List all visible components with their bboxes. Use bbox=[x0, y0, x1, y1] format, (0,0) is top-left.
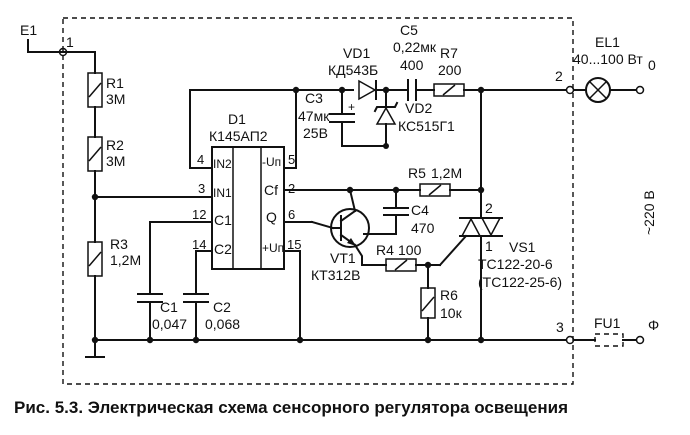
pin-pun: +Uп bbox=[262, 241, 284, 255]
el1-ref: EL1 bbox=[595, 34, 620, 50]
pin-num-5: 5 bbox=[288, 152, 295, 167]
vs1-ref: VS1 bbox=[509, 239, 536, 255]
vd2-zener bbox=[373, 101, 399, 125]
pin-num-2: 2 bbox=[288, 181, 295, 196]
vt1-ref: VT1 bbox=[330, 250, 356, 266]
figure-caption: Рис. 5.3. Электрическая схема сенсорного… bbox=[14, 398, 568, 417]
vd2-ref: VD2 bbox=[405, 100, 432, 116]
in2-wire bbox=[189, 89, 297, 169]
pin-num-6: 6 bbox=[288, 207, 295, 222]
c1-wire bbox=[149, 221, 213, 295]
c1-value: 0,047 bbox=[152, 316, 187, 332]
d1-ref: D1 bbox=[228, 111, 246, 127]
c2-wire bbox=[195, 250, 213, 295]
pin-mun: -Uп bbox=[262, 155, 281, 169]
pin-num-14: 14 bbox=[192, 237, 206, 252]
r4-resistor bbox=[385, 258, 417, 272]
pin-c2: C2 bbox=[214, 241, 232, 257]
vs1-value2: (ТС122-25-6) bbox=[478, 274, 562, 290]
phase-label: Φ bbox=[648, 317, 659, 333]
pin-num-12: 12 bbox=[192, 207, 206, 222]
fu1-fuse bbox=[594, 333, 624, 347]
terminal-2-label: 2 bbox=[555, 68, 563, 84]
r7-value: 200 bbox=[438, 62, 462, 78]
terminal-3-label: 3 bbox=[556, 319, 564, 335]
device-enclosure bbox=[62, 17, 574, 385]
c1-ref: C1 bbox=[160, 299, 178, 315]
vd1-ref: VD1 bbox=[343, 45, 370, 61]
c3-ref: C3 bbox=[305, 90, 323, 106]
pin-num-4: 4 bbox=[197, 152, 204, 167]
r5-resistor bbox=[419, 183, 451, 197]
r2-resistor bbox=[87, 136, 103, 172]
r5-value: 1,2M bbox=[431, 165, 462, 181]
c2-ref: C2 bbox=[213, 299, 231, 315]
terminal-1-label: 1 bbox=[66, 34, 74, 50]
vd2-value: КС515Г1 bbox=[398, 118, 455, 134]
pin-cf: Cf bbox=[264, 182, 278, 198]
r1-value: 3M bbox=[106, 91, 125, 107]
r7-ref: R7 bbox=[440, 45, 458, 61]
vs1-triac bbox=[438, 217, 503, 267]
c5-ref: C5 bbox=[400, 22, 418, 38]
r2-ref: R2 bbox=[106, 137, 124, 153]
c4-value: 470 bbox=[411, 220, 435, 236]
pin-c1: C1 bbox=[214, 212, 232, 228]
terminal-1 bbox=[58, 47, 68, 57]
c2-value: 0,068 bbox=[205, 316, 240, 332]
el1-lamp bbox=[585, 77, 611, 103]
left-chain-wires bbox=[85, 51, 105, 358]
r6-value: 10к bbox=[440, 305, 463, 321]
r3-value: 1,2M bbox=[110, 252, 141, 268]
vd1-diode bbox=[358, 79, 377, 101]
r5-ref: R5 bbox=[408, 165, 426, 181]
c2-capacitor bbox=[183, 293, 209, 303]
vt1-transistor bbox=[330, 208, 370, 248]
c3-value2: 25В bbox=[303, 125, 328, 141]
c5-value2: 400 bbox=[400, 57, 424, 73]
d1-chip bbox=[211, 146, 285, 270]
pin-in2: IN2 bbox=[213, 157, 232, 171]
neutral-terminal bbox=[635, 85, 645, 95]
el1-value: 40...100 Вт bbox=[573, 51, 643, 67]
r3-resistor bbox=[87, 241, 103, 277]
zero-label: 0 bbox=[648, 57, 656, 73]
pin-num-3: 3 bbox=[198, 181, 205, 196]
pun-wire bbox=[283, 250, 301, 341]
schematic: E1 1 R1 3M R2 3M R3 1,2M D1 К145АП2 IN2 … bbox=[20, 17, 659, 385]
triac-pin-2: 2 bbox=[485, 200, 493, 216]
c3-value: 47мк bbox=[298, 108, 330, 124]
e1-label: E1 bbox=[20, 22, 37, 38]
r3-ref: R3 bbox=[110, 236, 128, 252]
r7-resistor bbox=[433, 83, 465, 97]
pin-in1: IN1 bbox=[213, 186, 232, 200]
r4-value: 100 bbox=[398, 242, 422, 258]
c4-ref: C4 bbox=[411, 202, 429, 218]
fu1-ref: FU1 bbox=[594, 315, 621, 331]
terminal-2 bbox=[565, 85, 575, 95]
r6-resistor bbox=[420, 287, 436, 319]
vt1-value: КТ312В bbox=[311, 267, 360, 283]
r1-ref: R1 bbox=[106, 75, 124, 91]
c1-capacitor bbox=[137, 293, 163, 303]
phase-terminal bbox=[635, 335, 645, 345]
pin-num-15: 15 bbox=[287, 237, 301, 252]
c5-capacitor bbox=[407, 79, 417, 101]
svg-text:+: + bbox=[348, 100, 355, 114]
vs1-value: ТС122-20-6 bbox=[478, 256, 553, 272]
r4-ref: R4 bbox=[376, 242, 394, 258]
sensor-lead bbox=[27, 39, 96, 57]
triac-pin-1: 1 bbox=[485, 238, 493, 254]
c4-capacitor bbox=[383, 207, 409, 216]
pin-q: Q bbox=[266, 209, 277, 225]
mains-label: ~220 В bbox=[641, 190, 657, 235]
c5-value: 0,22мк bbox=[393, 39, 437, 55]
vd1-value: КД543Б bbox=[328, 62, 378, 78]
r2-value: 3M bbox=[106, 153, 125, 169]
r1-resistor bbox=[87, 72, 103, 108]
d1-value: К145АП2 bbox=[209, 128, 268, 144]
r6-ref: R6 bbox=[440, 287, 458, 303]
